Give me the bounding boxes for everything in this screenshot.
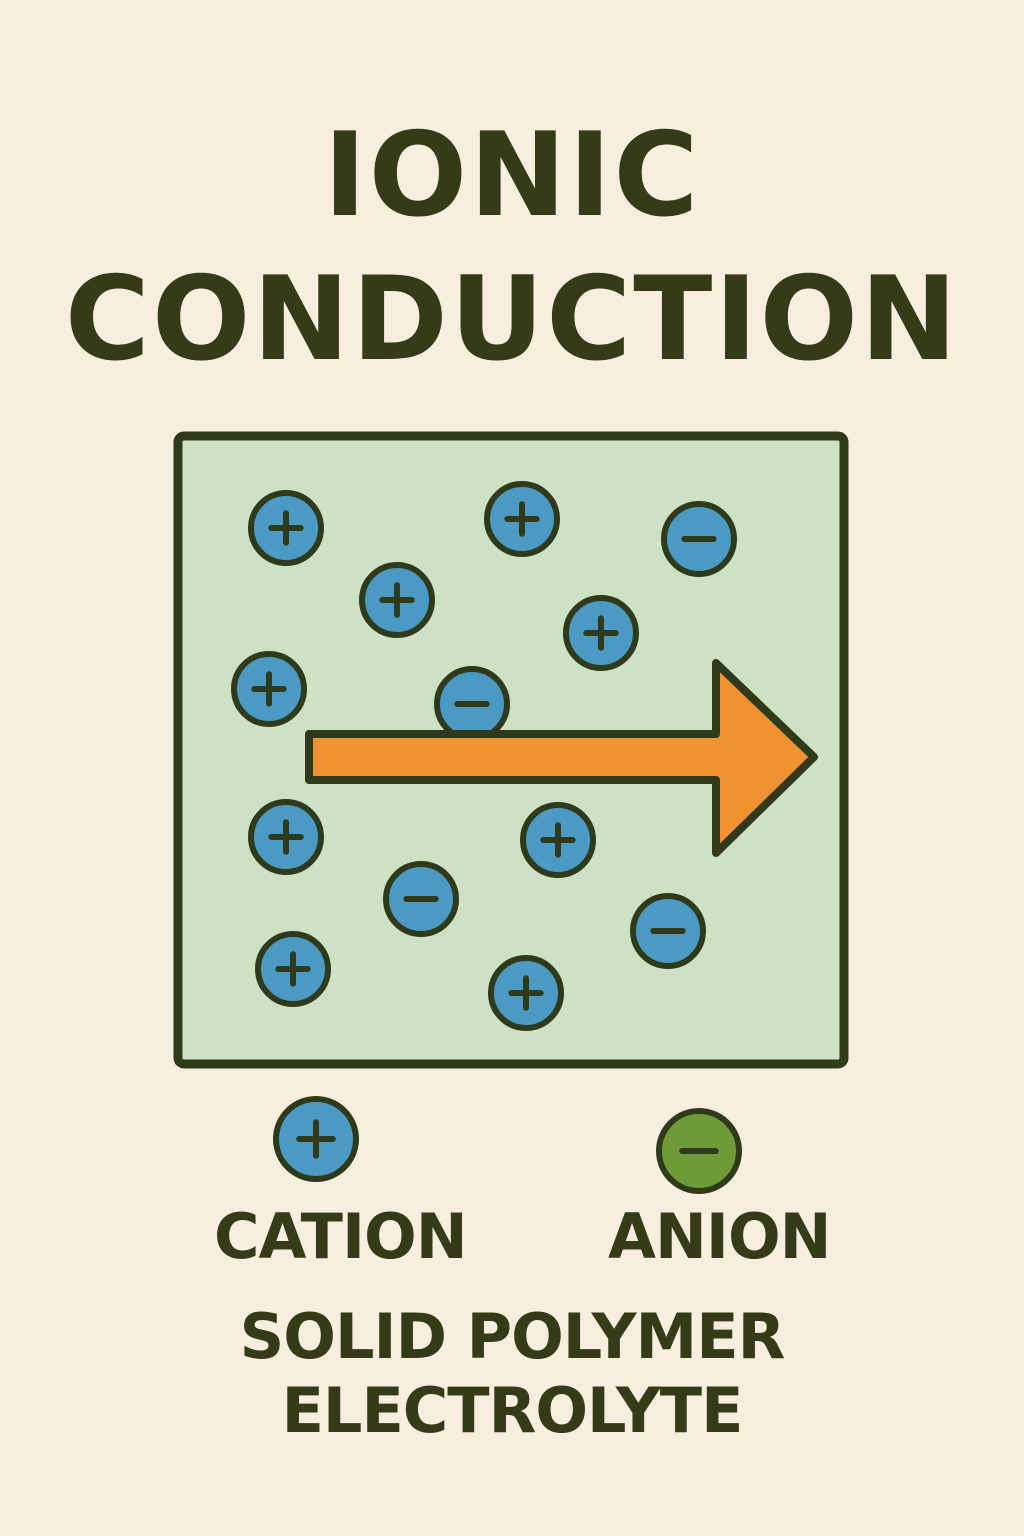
right-arrow-icon	[305, 659, 818, 857]
subtitle-line-1: SOLID POLYMER	[239, 1300, 786, 1373]
arrow-shape	[305, 659, 818, 857]
subtitle-line-2: ELECTROLYTE	[281, 1374, 744, 1447]
title-line-1: IONIC	[323, 108, 701, 243]
cation-ion	[563, 595, 639, 671]
anion-ion	[630, 893, 706, 969]
anion-ion	[383, 861, 459, 937]
legend-anion-label: ANION	[608, 1200, 832, 1273]
cation-ion	[359, 562, 435, 638]
legend	[273, 1096, 742, 1194]
cation-ion	[231, 651, 307, 727]
legend-anion-icon	[656, 1108, 742, 1194]
electrolyte-box	[173, 431, 849, 1069]
legend-cation-icon	[273, 1096, 359, 1182]
cation-ion	[248, 799, 324, 875]
cation-ion	[255, 931, 331, 1007]
anion-ion	[434, 666, 510, 742]
anion-ion	[661, 501, 737, 577]
cation-ion	[488, 955, 564, 1031]
cation-ion	[484, 481, 560, 557]
ions-layer	[231, 481, 737, 1031]
title-line-2: CONDUCTION	[64, 252, 960, 387]
legend-cation-label: CATION	[214, 1200, 468, 1273]
cation-ion	[248, 490, 324, 566]
cation-ion	[520, 802, 596, 878]
